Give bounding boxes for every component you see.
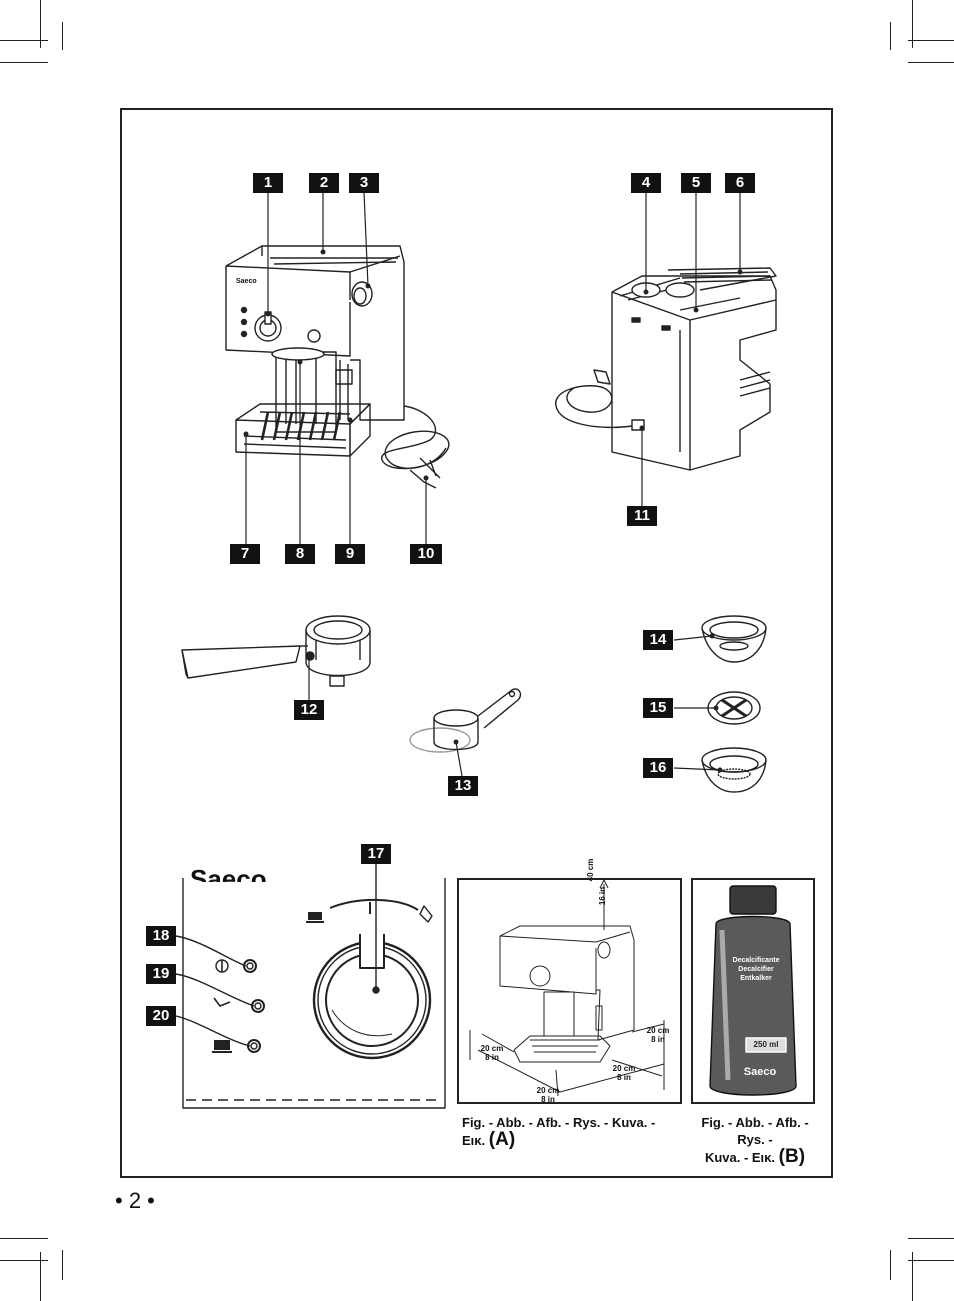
- callout-14: 14: [643, 630, 673, 650]
- dim-front2-cm: 20 cm: [536, 1086, 560, 1095]
- fig-b-illustration: [709, 885, 797, 1096]
- fig-a-box: [457, 878, 682, 1104]
- machine-back-illustration: [555, 267, 777, 471]
- fig-a-illustration: [469, 879, 665, 1097]
- crop-mark: [908, 1238, 954, 1239]
- callout-11: 11: [627, 506, 657, 526]
- bottle-line-1: Decalcificante: [732, 957, 780, 964]
- crop-mark: [890, 22, 891, 50]
- dim-right: 20 cm 8 in: [640, 1026, 676, 1044]
- callout-3: 3: [349, 173, 379, 193]
- dim-front-right: 20 cm 8 in: [606, 1064, 642, 1082]
- dim-left-in: 8 in: [485, 1053, 499, 1062]
- dim-front-bottom: 20 cm 8 in: [530, 1086, 566, 1104]
- fig-a-caption: Fig. - Abb. - Afb. - Rys. - Kuva. - Εικ.…: [462, 1114, 682, 1149]
- callout-16: 16: [643, 758, 673, 778]
- control-panel-detail: [175, 864, 446, 1109]
- callout-18: 18: [146, 926, 176, 946]
- bottle-brand: Saeco: [743, 1066, 777, 1078]
- measuring-spoon-illustration: [409, 688, 522, 753]
- callout-17: 17: [361, 844, 391, 864]
- crop-mark: [0, 40, 48, 41]
- crop-mark: [908, 62, 954, 63]
- crop-mark: [908, 1260, 954, 1261]
- dim-right-cm: 20 cm: [646, 1026, 670, 1035]
- dim-left-cm: 20 cm: [480, 1044, 504, 1053]
- callout-4: 4: [631, 173, 661, 193]
- dim-front-cm: 20 cm: [612, 1064, 636, 1073]
- fig-a-caption-letter: (A): [488, 1129, 516, 1150]
- callout-12: 12: [294, 700, 324, 720]
- callout-10: 10: [410, 544, 442, 564]
- bottle-line-3: Entkalker: [740, 975, 772, 982]
- callout-2: 2: [309, 173, 339, 193]
- dim-front2-in: 8 in: [541, 1095, 555, 1104]
- filter-holder-illustration: [181, 615, 371, 687]
- fig-b-caption: Fig. - Abb. - Afb. - Rys. - Kuva. - Εικ.…: [688, 1114, 822, 1166]
- crop-mark: [40, 1252, 41, 1301]
- page-number: • 2 •: [115, 1188, 155, 1213]
- detail-brand-label: Saeco: [190, 866, 267, 882]
- fig-b-box: [691, 878, 815, 1104]
- callout-8: 8: [285, 544, 315, 564]
- crop-mark: [0, 1238, 48, 1239]
- dim-front-in: 8 in: [617, 1073, 631, 1082]
- crop-mark: [0, 1260, 48, 1261]
- bottle-line-2: Decalcifier: [738, 966, 774, 973]
- filter-cup-2-illustration: [701, 747, 767, 793]
- fig-a-caption-text: Fig. - Abb. - Afb. - Rys. - Kuva. - Εικ.: [462, 1115, 656, 1148]
- callout-20: 20: [146, 1006, 176, 1026]
- figure-frame: [120, 108, 833, 1178]
- bottle-label: Decalcificante Decalcifier Entkalker: [724, 956, 788, 983]
- callout-1: 1: [253, 173, 283, 193]
- crop-mark: [908, 40, 954, 41]
- callout-9: 9: [335, 544, 365, 564]
- dim-left: 20 cm 8 in: [474, 1044, 510, 1062]
- callout-5: 5: [681, 173, 711, 193]
- fig-b-caption-line-2: Kuva. - Εικ.: [704, 1150, 776, 1165]
- filter-cup-illustration: [701, 615, 767, 663]
- crop-mark: [890, 1250, 891, 1280]
- crop-mark: [62, 1250, 63, 1280]
- fig-b-caption-letter: (B): [778, 1146, 806, 1167]
- bottle-volume: 250 ml: [753, 1040, 779, 1049]
- callout-15: 15: [643, 698, 673, 718]
- crop-mark: [62, 22, 63, 50]
- callout-7: 7: [230, 544, 260, 564]
- machine-front-illustration: [225, 245, 450, 489]
- callout-13: 13: [448, 776, 478, 796]
- crop-mark: [40, 0, 41, 48]
- dim-right-in: 8 in: [651, 1035, 665, 1044]
- crop-mark: [912, 1252, 913, 1301]
- machine-brand-label: Saeco: [236, 278, 257, 285]
- callout-19: 19: [146, 964, 176, 984]
- callout-6: 6: [725, 173, 755, 193]
- fig-b-caption-line-1: Fig. - Abb. - Afb. - Rys. -: [701, 1115, 809, 1147]
- crop-mark: [0, 62, 48, 63]
- crop-mark: [912, 0, 913, 48]
